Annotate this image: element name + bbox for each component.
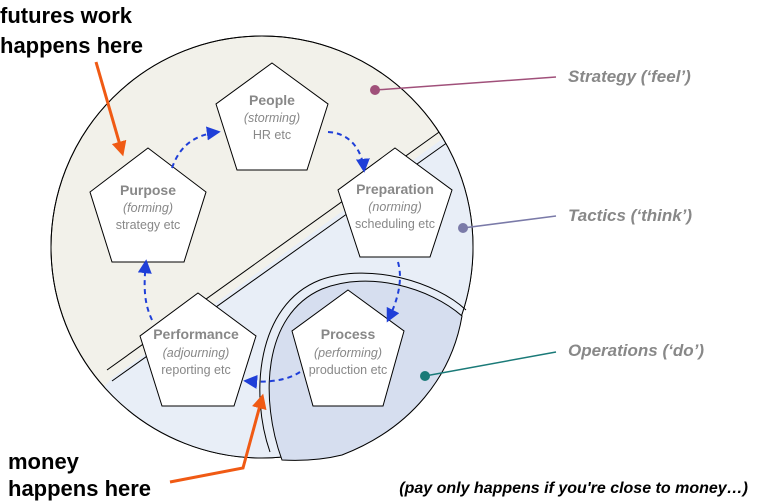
- node-desc: scheduling etc: [355, 217, 435, 231]
- operations-label: Operations (‘do’): [420, 341, 704, 381]
- strategy-dot: [370, 85, 380, 95]
- tactics-label-text: Tactics (‘think’): [568, 206, 692, 225]
- money-callout-line1: money: [8, 449, 80, 474]
- tactics-dot: [458, 223, 468, 233]
- arrow-preparation-to-process: [386, 261, 401, 323]
- tactics-label: Tactics (‘think’): [458, 206, 692, 233]
- node-preparation: Preparation (norming) scheduling etc: [355, 181, 435, 231]
- operations-label-text: Operations (‘do’): [568, 341, 704, 360]
- operations-dot: [420, 371, 430, 381]
- people-pentagon: [215, 62, 329, 171]
- arrow-people-to-preparation: [327, 131, 370, 173]
- node-performance: Performance (adjourning) reporting etc: [153, 326, 239, 377]
- arrow-purpose-to-people: [171, 126, 221, 169]
- node-title: Purpose: [120, 182, 176, 198]
- arrow-performance-to-purpose: [137, 259, 153, 321]
- node-people: People (storming) HR etc: [244, 92, 300, 142]
- node-process: Process (performing) production etc: [309, 326, 388, 377]
- arrow-process-to-performance: [243, 371, 301, 389]
- money-callout-line2: happens here: [8, 476, 151, 501]
- node-purpose: Purpose (forming) strategy etc: [116, 182, 181, 232]
- node-desc: strategy etc: [116, 218, 181, 232]
- node-desc: production etc: [309, 363, 388, 377]
- footnote: (pay only happens if you're close to mon…: [399, 480, 748, 497]
- futures-callout-line1: futures work: [0, 3, 133, 28]
- arrow-futures-callout: [94, 61, 127, 157]
- node-title: Process: [321, 326, 376, 342]
- node-title: Performance: [153, 326, 239, 342]
- futures-callout: futures work happens here: [0, 3, 143, 58]
- callout-arrows: [94, 61, 267, 484]
- node-title: People: [249, 92, 295, 108]
- node-phase: (adjourning): [163, 346, 230, 360]
- node-desc: HR etc: [253, 128, 291, 142]
- preparation-pentagon: [337, 147, 453, 258]
- money-callout: money happens here: [8, 449, 151, 501]
- node-phase: (performing): [314, 346, 382, 360]
- cycle-arrows: [137, 126, 401, 389]
- strategy-label: Strategy (‘feel’): [370, 67, 691, 95]
- futures-callout-line2: happens here: [0, 33, 143, 58]
- node-title: Preparation: [356, 181, 434, 197]
- strategy-label-text: Strategy (‘feel’): [568, 67, 691, 86]
- arrow-money-callout: [169, 393, 267, 484]
- node-phase: (storming): [244, 111, 300, 125]
- node-phase: (norming): [368, 200, 422, 214]
- node-phase: (forming): [123, 201, 173, 215]
- process-pentagon: [291, 289, 405, 407]
- performance-pentagon: [139, 292, 257, 407]
- node-desc: reporting etc: [161, 363, 230, 377]
